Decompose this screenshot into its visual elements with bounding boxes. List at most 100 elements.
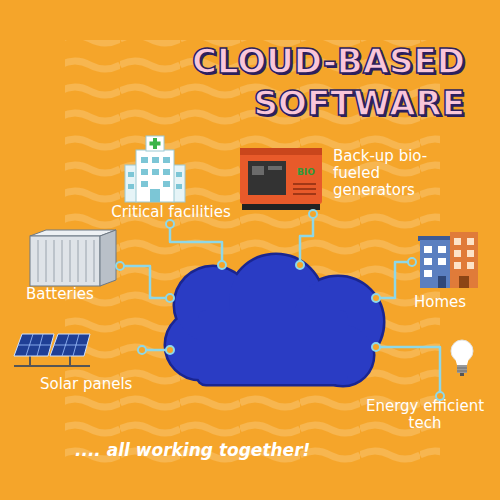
hospital-icon [128, 184, 134, 189]
generator-icon [248, 161, 286, 195]
battery-node: Batteries [26, 228, 120, 304]
generator-icon [240, 148, 322, 210]
caption-text: .... all working together! [75, 440, 310, 460]
battery-container-icon [38, 240, 39, 282]
battery-container-icon [46, 240, 47, 282]
solar-panel-icon [37, 334, 43, 356]
light-bulb-icon [451, 340, 473, 376]
cloud-shape [198, 310, 348, 384]
node-label: Energy efficient tech [354, 398, 496, 432]
solar-panel-icon [73, 334, 79, 356]
homes-icon [467, 238, 474, 245]
cloud-shape [166, 255, 383, 385]
hospital-icon [163, 181, 170, 187]
battery-container-icon [86, 240, 87, 282]
light-bulb-icon [457, 368, 467, 369]
facility-node: Critical facilities [92, 202, 250, 224]
generator-icon [268, 166, 282, 170]
title-text: CLOUD-BASED SOFTWARE [175, 40, 465, 124]
connector-dot [309, 210, 317, 218]
connector-dot [116, 262, 124, 270]
battery-container-icon [70, 240, 71, 282]
solar-panel-icon [14, 334, 54, 356]
homes-icon [420, 240, 450, 288]
node-label: Homes [414, 294, 484, 311]
hospital-icon [163, 169, 170, 175]
hospital-icon [176, 184, 182, 189]
solar-panel-icon [14, 334, 90, 366]
homes-icon [438, 246, 446, 253]
generator-icon [293, 183, 316, 185]
hospital-icon [150, 142, 161, 146]
generator-icon [240, 152, 322, 204]
hospital-icon [173, 165, 185, 202]
hospital-icon [152, 169, 159, 175]
node-label: Back-up bio-fueled generators [333, 148, 428, 199]
generator-icon [242, 204, 320, 210]
cloud-shape [158, 250, 385, 385]
homes-icon [438, 276, 446, 288]
connector-dot [138, 346, 146, 354]
hospital-icon [128, 172, 134, 177]
hospital-icon [141, 181, 148, 187]
homes-icon [467, 262, 474, 269]
solar-panel-icon [62, 334, 69, 356]
homes-icon [418, 232, 478, 288]
generator-icon [252, 166, 264, 175]
light-bulb-icon [457, 365, 467, 373]
solar-panel-icon [29, 356, 31, 366]
cloud-node: CLOUD-BASED SOFTWARE [170, 265, 376, 385]
hospital-icon [152, 157, 159, 163]
node-label: Batteries [26, 286, 120, 303]
homes-icon [454, 250, 461, 257]
hospital-icon [141, 169, 148, 175]
homes-icon [467, 250, 474, 257]
connector-dot [166, 220, 174, 228]
connector-line [170, 224, 222, 265]
connector-line [376, 262, 412, 298]
generator-icon [293, 193, 316, 195]
light-bulb-icon [460, 373, 464, 376]
battery-container-icon [54, 240, 55, 282]
generator-icon [240, 148, 322, 155]
battery-container-icon [78, 240, 79, 282]
battery-container-icon [30, 236, 100, 286]
connector-line [300, 214, 313, 265]
homes-node: Homes [412, 230, 484, 312]
cloud-shape [166, 255, 383, 385]
hospital-icon [141, 157, 148, 163]
hospital-icon [176, 172, 182, 177]
bio-badge: BIO [297, 167, 315, 177]
light-bulb-icon [455, 358, 469, 365]
light-bulb-icon [457, 371, 467, 372]
homes-icon [424, 258, 432, 265]
cloud-shape [198, 310, 348, 384]
generator-icon [293, 188, 316, 190]
node-label: Solar panels [40, 376, 150, 393]
battery-container-icon [94, 240, 95, 282]
homes-icon [450, 232, 478, 288]
hospital-icon [150, 189, 160, 202]
solar-panel-icon [14, 365, 90, 367]
homes-icon [424, 270, 432, 277]
homes-icon [454, 238, 461, 245]
node-label: Critical facilities [92, 204, 250, 221]
hospital-icon [125, 165, 137, 202]
homes-icon [438, 258, 446, 265]
hospital-icon [163, 157, 170, 163]
homes-icon [459, 276, 469, 288]
homes-icon [424, 246, 432, 253]
connector-dot [408, 258, 416, 266]
solar-panel-icon [18, 345, 51, 346]
hospital-icon [125, 136, 185, 202]
solar-node: Solar panels [10, 330, 142, 396]
generator-node: Back-up bio-fueled generators [238, 146, 428, 214]
battery-container-icon [30, 230, 116, 286]
hospital-icon [146, 136, 164, 151]
homes-icon [454, 262, 461, 269]
hospital-icon [136, 150, 174, 202]
solar-panel-icon [54, 345, 87, 346]
connector-line [376, 347, 440, 396]
battery-container-icon [62, 240, 63, 282]
